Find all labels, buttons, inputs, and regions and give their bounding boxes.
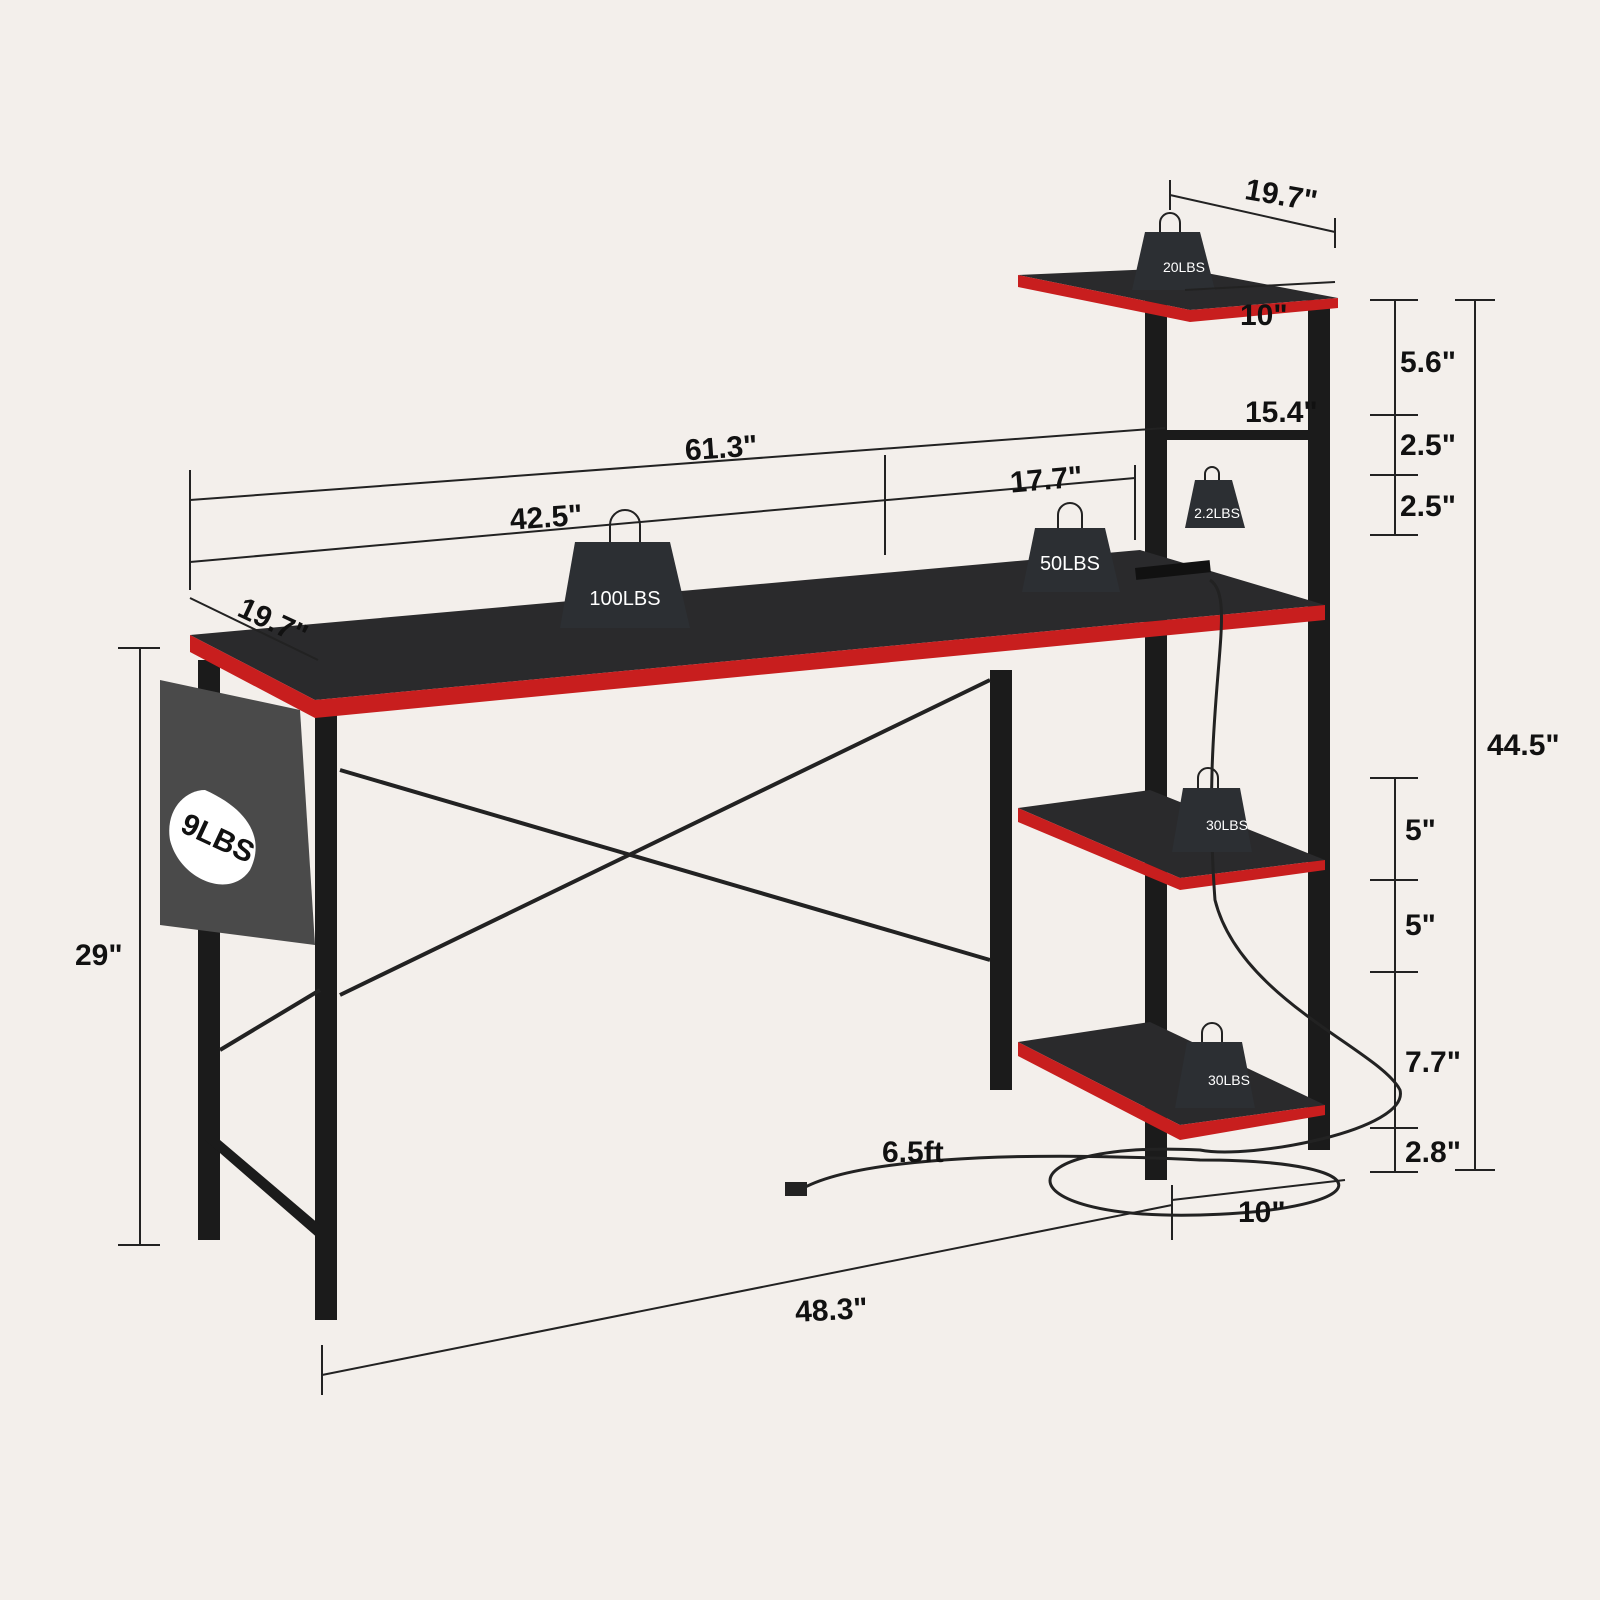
- weight-label: 20LBS: [1163, 259, 1205, 275]
- dim-line-desk-width: [189, 477, 1136, 563]
- weight-body: [1132, 232, 1215, 290]
- weight-20lbs: 20LBS: [1132, 212, 1215, 290]
- label-leg-span: 48.3": [794, 1292, 868, 1329]
- label-cord-length: 6.5ft: [882, 1136, 944, 1169]
- cross-brace-a: [339, 768, 991, 962]
- label-tower-top-width: 19.7": [1243, 173, 1320, 218]
- desk-side-edge: [190, 635, 315, 718]
- power-strip: [1134, 560, 1211, 580]
- label-bottom-shelf-depth: 10": [1238, 1196, 1286, 1229]
- label-top-shelf-depth: 10": [1240, 299, 1288, 332]
- label-desk-width: 42.5": [509, 499, 584, 537]
- weight-handle: [1201, 1022, 1223, 1045]
- weight-handle: [1197, 767, 1219, 790]
- label-top-gap: 5.6": [1400, 346, 1456, 379]
- back-right-leg: [990, 670, 1012, 1090]
- weight-label: 30LBS: [1206, 817, 1248, 833]
- weight-handle: [1204, 466, 1220, 482]
- weight-30lbs-bottom: 30LBS: [1175, 1022, 1255, 1108]
- label-desk-height: 29": [75, 939, 123, 972]
- front-left-leg: [315, 715, 337, 1320]
- weight-50lbs: 50LBS: [1022, 502, 1120, 592]
- side-brace: [205, 1140, 320, 1240]
- dim-line-top-width: [1169, 194, 1336, 233]
- label-shelf-gap-3: 7.7": [1405, 1046, 1461, 1079]
- weight-100lbs: 100LBS: [560, 509, 690, 628]
- weight-handle: [1159, 212, 1181, 235]
- hook-bar: [1160, 430, 1310, 440]
- label-hook-gap-2: 2.5": [1400, 490, 1456, 523]
- dim-line-desk-depth: [189, 597, 319, 661]
- weight-handle: [1057, 502, 1083, 530]
- weight-label: 30LBS: [1208, 1072, 1250, 1088]
- weight-body: [1175, 1042, 1255, 1108]
- cross-brace-b: [339, 678, 991, 997]
- tower-front-post: [1145, 300, 1167, 1180]
- desk-frame: [198, 660, 1012, 1320]
- label-shelf-gap-1: 5": [1405, 814, 1436, 847]
- bag-weight-badge: [169, 790, 256, 885]
- label-total-width: 61.3": [684, 429, 759, 467]
- top-shelf-edge: [1018, 275, 1338, 322]
- weight-2-2lbs: 2.2LBS: [1185, 466, 1245, 528]
- dim-line-bottom-depth: [1171, 1179, 1346, 1201]
- dim-line-leg-span: [321, 1204, 1173, 1376]
- side-storage-bag: 9LBS: [160, 680, 315, 945]
- dimension-lines: [118, 180, 1495, 1395]
- label-hook-gap-1: 2.5": [1400, 429, 1456, 462]
- label-tower-height: 15.4": [1245, 396, 1318, 429]
- weight-body: [560, 542, 690, 628]
- weight-body: [1172, 788, 1252, 852]
- weight-label: 2.2LBS: [1194, 505, 1240, 521]
- label-shelf-gap-2: 5": [1405, 909, 1436, 942]
- dim-line-total-width: [189, 427, 1166, 501]
- desk-front-edge: [315, 605, 1325, 718]
- weight-label: 50LBS: [1040, 553, 1100, 575]
- weight-30lbs-middle: 30LBS: [1172, 767, 1252, 852]
- weight-body: [1022, 528, 1120, 592]
- tower-back-post: [1308, 300, 1330, 1150]
- power-cord: [799, 578, 1402, 1217]
- label-total-height: 44.5": [1487, 729, 1560, 762]
- weight-label: 100LBS: [589, 588, 660, 610]
- weight-body: [1185, 480, 1245, 528]
- dim-line-top-depth: [1184, 281, 1336, 291]
- middle-shelf: [1018, 790, 1325, 878]
- label-tower-width: 17.7": [1009, 460, 1084, 499]
- weight-handle: [609, 509, 641, 545]
- plug-icon: [785, 1182, 807, 1196]
- side-cross: [218, 988, 322, 1052]
- label-bottom-clearance: 2.8": [1405, 1136, 1461, 1169]
